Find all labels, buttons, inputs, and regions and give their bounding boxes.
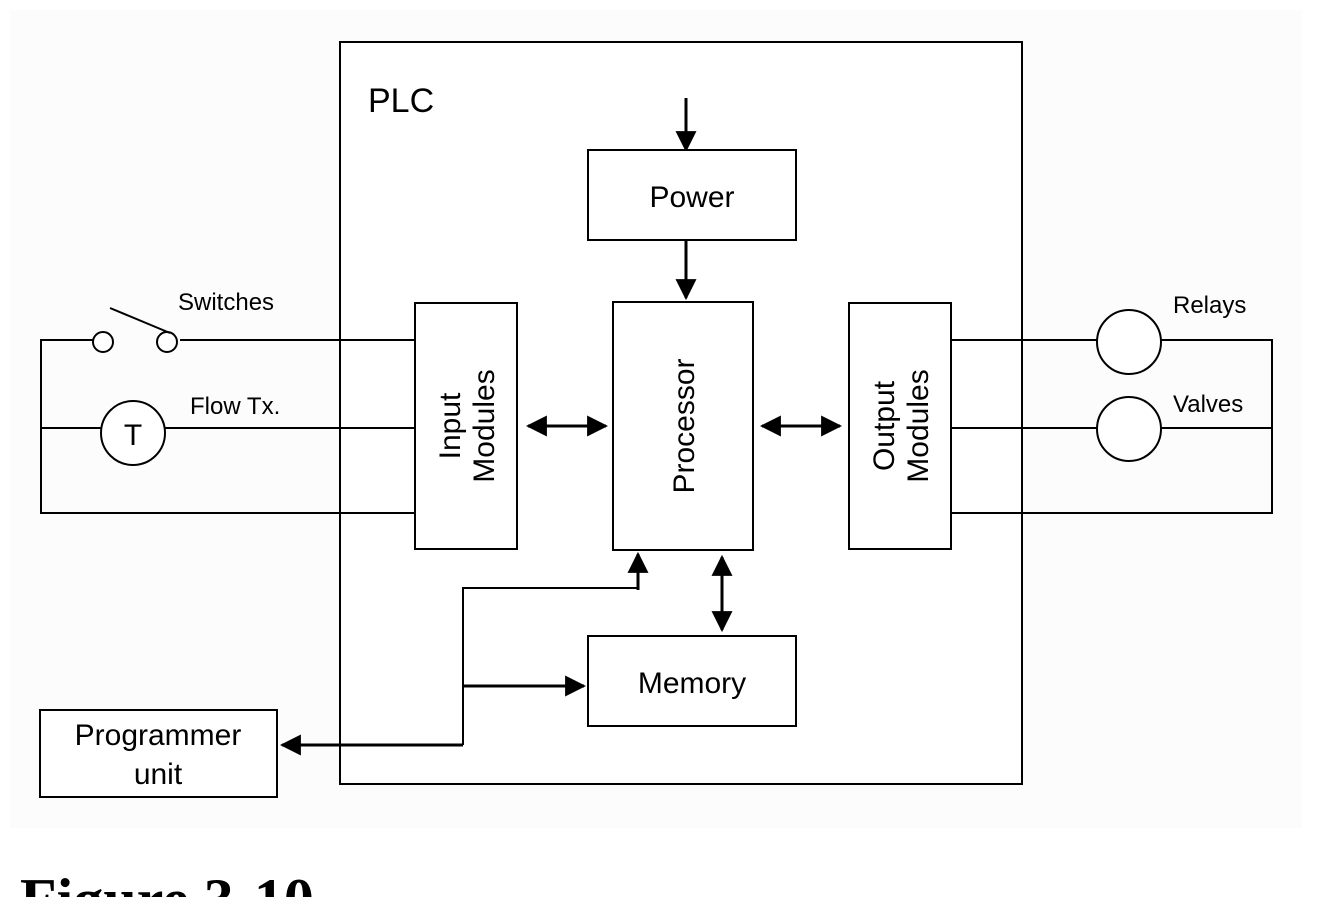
switch-contact-right	[156, 331, 178, 353]
figure-caption: Figure 3-10	[20, 867, 314, 897]
output-modules-block	[848, 302, 952, 550]
input-modules-block	[414, 302, 518, 550]
switches-label: Switches	[178, 289, 274, 316]
processor-label: Processor	[668, 358, 701, 493]
programmer-label-line2: unit	[134, 758, 183, 791]
relay-coil-icon	[1096, 309, 1162, 375]
switch-contact-left	[92, 331, 114, 353]
output-common-wire	[951, 339, 1273, 514]
input-modules-label-line1: Input	[434, 392, 467, 459]
processor-block	[612, 301, 754, 551]
transmitter-symbol: T	[124, 419, 142, 452]
power-block	[587, 149, 797, 241]
output-modules-label-line2: Modules	[902, 369, 935, 482]
flow-tx-label: Flow Tx.	[190, 393, 280, 420]
power-label: Power	[649, 181, 734, 214]
input-modules-label-line2: Modules	[468, 369, 501, 482]
memory-label: Memory	[638, 667, 746, 700]
flow-transmitter-icon	[100, 400, 166, 466]
programmer-unit-block	[39, 709, 278, 798]
output-modules-label-line1: Output	[868, 380, 901, 471]
input-common-wire	[40, 339, 415, 514]
switch-blade	[109, 307, 171, 334]
plc-title: PLC	[368, 82, 434, 120]
programmer-label-line1: Programmer	[75, 719, 242, 752]
memory-block	[587, 635, 797, 727]
valves-label: Valves	[1173, 391, 1243, 418]
programmer-bus-line	[462, 587, 638, 745]
valve-coil-icon	[1096, 396, 1162, 462]
relays-label: Relays	[1173, 292, 1246, 319]
